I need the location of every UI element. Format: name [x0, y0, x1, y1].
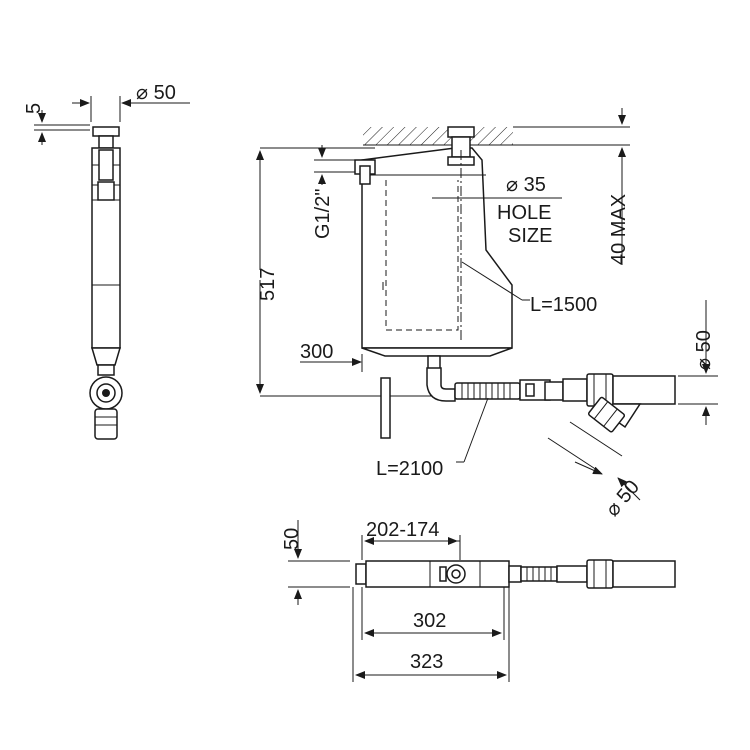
plan-dim-range: 202-174: [366, 519, 439, 541]
dim-inner-length: L=1500: [530, 294, 597, 316]
hose-ribs: [461, 383, 511, 399]
dim-max: 40 MAX: [608, 194, 630, 265]
plan-hose-ribs: [520, 566, 558, 582]
dim-branch-diameter: ⌀ 50: [601, 476, 643, 521]
plan-dim-302: 302: [413, 610, 446, 632]
side-dim-thickness: 5: [23, 103, 45, 114]
dim-hole-word: HOLE: [497, 202, 551, 224]
front-view: 517 G1/2" ⌀ 35 HOLE SIZE 4: [256, 108, 718, 521]
plan-dim-50-label: 50: [281, 528, 303, 550]
side-dim-diameter: ⌀ 50: [136, 82, 176, 104]
dim-height: 517: [257, 268, 279, 301]
dim-pipe-diameter-top: ⌀ 50: [693, 330, 715, 370]
side-view: 5 ⌀ 50: [23, 82, 190, 440]
dim-hole-diameter: ⌀ 35: [506, 174, 546, 196]
plan-dim-323: 323: [410, 651, 443, 673]
plan-view: 50 202-174 3: [281, 519, 676, 682]
dim-hose-length: L=2100: [376, 458, 443, 480]
dim-inlet: G1/2": [312, 189, 334, 239]
dim-offset: 300: [300, 341, 333, 363]
dim-size-word: SIZE: [508, 225, 552, 247]
